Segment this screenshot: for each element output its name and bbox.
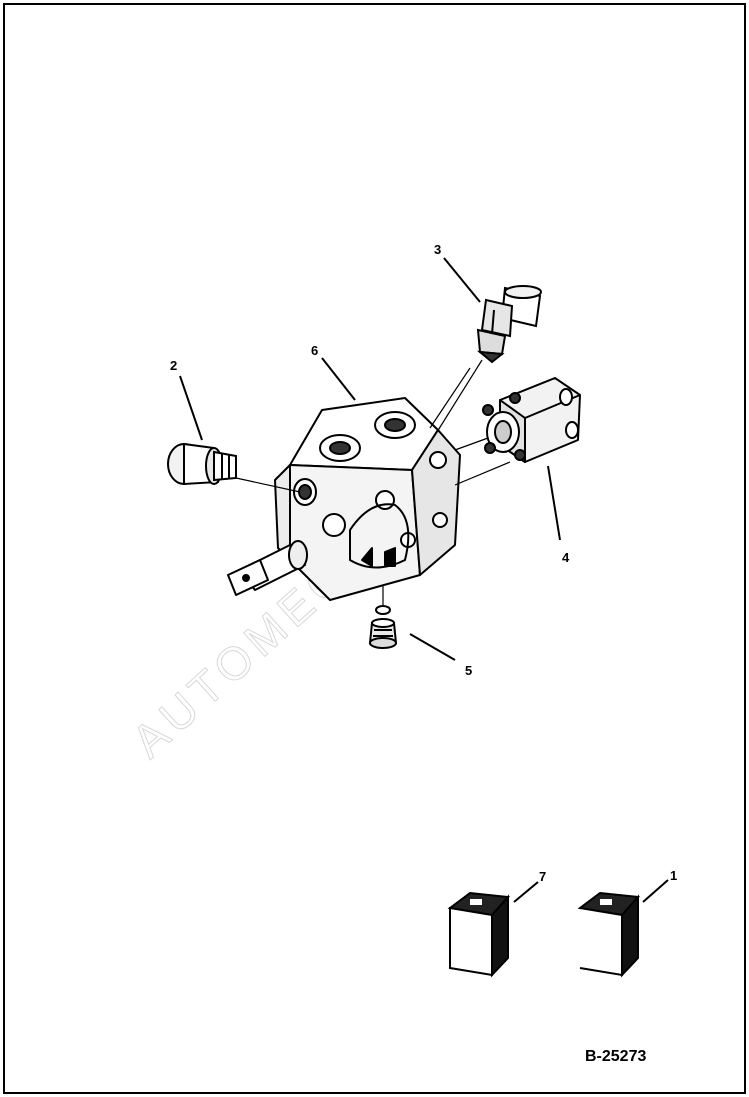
callout-2: 2 bbox=[170, 358, 177, 373]
diagram-border bbox=[3, 3, 746, 1094]
plug-part-2 bbox=[167, 442, 237, 486]
spool-shaft bbox=[227, 540, 308, 596]
leader-lines bbox=[179, 257, 669, 903]
callout-3: 3 bbox=[434, 242, 441, 257]
figure-id: B-25273 bbox=[585, 1048, 647, 1065]
callout-5: 5 bbox=[465, 663, 472, 678]
callout-7: 7 bbox=[539, 869, 546, 884]
assembly-lines bbox=[235, 359, 511, 605]
valve-body bbox=[274, 397, 461, 601]
cartridge-part-3 bbox=[476, 285, 542, 364]
callout-4: 4 bbox=[562, 550, 570, 565]
decal-part-7 bbox=[447, 891, 511, 978]
callout-1: 1 bbox=[670, 868, 677, 883]
callout-6: 6 bbox=[311, 343, 318, 358]
plug-part-5 bbox=[368, 605, 398, 649]
end-cap-part-4 bbox=[482, 377, 581, 463]
decal-part-1 bbox=[577, 891, 641, 978]
